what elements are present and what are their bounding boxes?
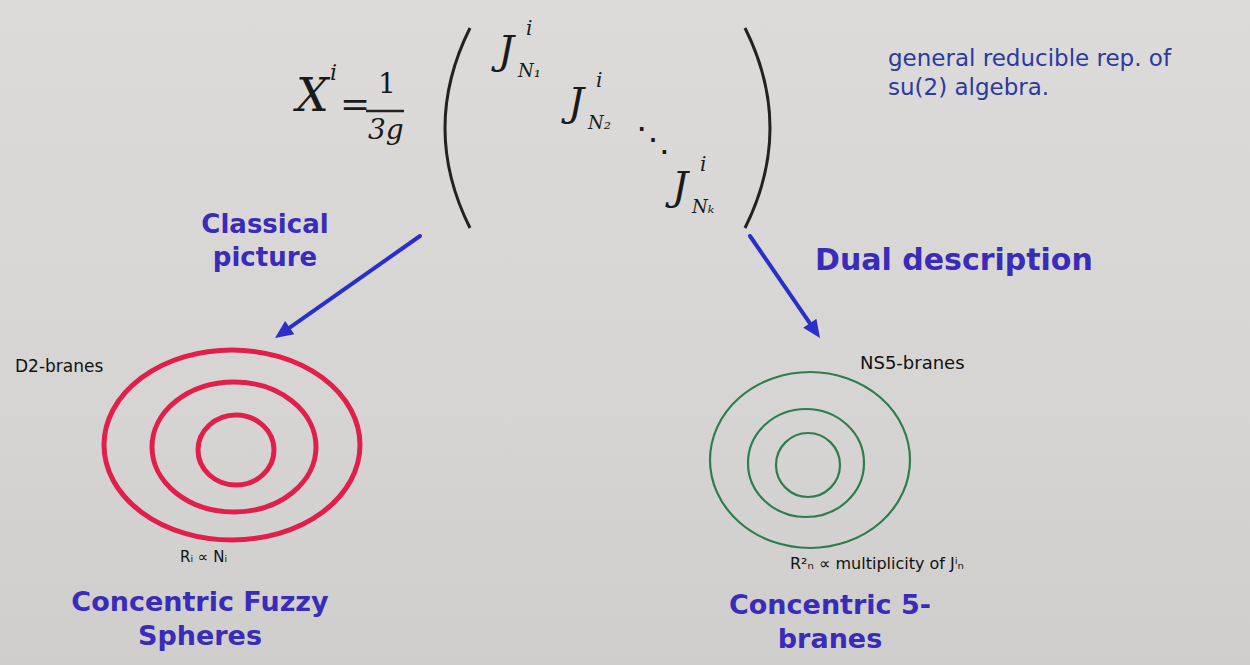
brane-label: NS5-branes xyxy=(860,354,965,372)
brane-label: D2-branes xyxy=(15,358,103,375)
math-symbol: X xyxy=(296,72,329,118)
ns5-shells xyxy=(710,372,910,548)
superscript: i xyxy=(596,70,602,90)
edge-label: Classical picture xyxy=(165,208,365,273)
subscript: N₁ xyxy=(518,62,541,80)
math-symbol: J xyxy=(498,30,514,70)
subscript: N₂ xyxy=(588,114,611,132)
subscript: Nₖ xyxy=(692,198,714,216)
radius-relation: Rᵢ ∝ Nᵢ xyxy=(180,550,227,565)
fraction-number: 1 xyxy=(378,70,396,98)
matrix-bracket xyxy=(745,28,770,228)
figure-caption: Concentric Fuzzy Spheres xyxy=(70,585,330,653)
fuzzy-spheres xyxy=(104,350,360,540)
matrix-block: Xi=13gJiN₁JiN₂⋱JiNₖ xyxy=(288,12,800,236)
ns5-figure: NS5-branesR²ₙ ∝ multiplicity of JⁱₙConce… xyxy=(700,338,1070,660)
matrix-bracket xyxy=(445,28,470,228)
fraction-number: 3g xyxy=(368,116,404,144)
superscript: i xyxy=(700,154,706,174)
arrow-connector xyxy=(750,236,820,338)
side-note: general reducible rep. of su(2) algebra. xyxy=(888,44,1188,102)
fraction-bar xyxy=(366,110,404,113)
math-symbol: J xyxy=(672,166,688,206)
superscript: i xyxy=(526,18,532,38)
figure-caption: Concentric 5-branes xyxy=(725,588,935,656)
superscript: i xyxy=(330,62,337,84)
fuzzy-sphere-figure: D2-branes Rᵢ ∝ Nᵢ Concentric Fuzzy Spheres xyxy=(10,338,380,660)
ellipsis-dots: ⋱ xyxy=(636,122,670,156)
edge-label: Dual description xyxy=(815,245,1093,275)
math-symbol: J xyxy=(568,82,584,122)
math-symbol: = xyxy=(340,86,370,122)
radius-relation: R²ₙ ∝ multiplicity of Jⁱₙ xyxy=(790,556,964,572)
